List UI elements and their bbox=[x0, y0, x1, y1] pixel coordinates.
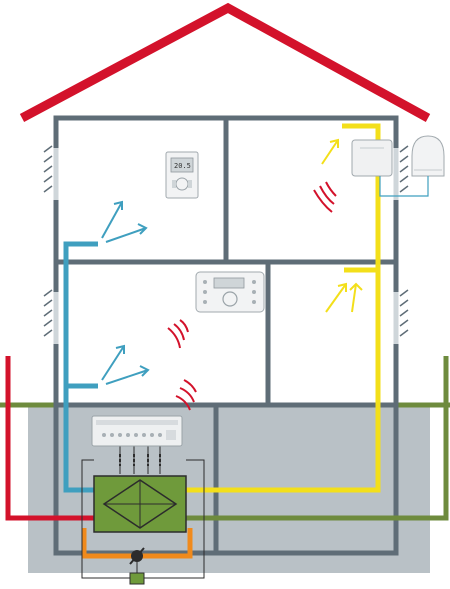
room-unit-icon bbox=[195, 271, 265, 313]
radio-waves-controller bbox=[175, 379, 197, 411]
radio-receiver-icon bbox=[351, 139, 393, 177]
extract-air-arrows bbox=[321, 138, 363, 313]
terminal-box-icon bbox=[129, 572, 145, 585]
damper-actuator-icon bbox=[129, 547, 145, 565]
thermostat-reading: 20.5 bbox=[174, 162, 191, 170]
window-left-upper bbox=[43, 145, 59, 200]
window-right-lower bbox=[393, 289, 409, 344]
window-right-upper bbox=[393, 145, 409, 200]
roof bbox=[19, 2, 431, 122]
radio-waves-room-unit bbox=[167, 319, 189, 349]
heat-recovery-unit-icon bbox=[93, 475, 187, 533]
exhaust-air-duct bbox=[186, 356, 449, 521]
window-left-lower bbox=[43, 289, 59, 344]
extract-air-duct bbox=[186, 123, 381, 493]
sensor-link bbox=[379, 176, 429, 197]
outdoor-air-duct bbox=[5, 356, 94, 521]
outdoor-sensor-icon bbox=[411, 135, 445, 177]
radio-waves-receiver bbox=[313, 181, 337, 213]
supply-air-duct bbox=[63, 241, 98, 493]
controller-icon bbox=[91, 415, 183, 447]
windows bbox=[43, 145, 409, 344]
wire-dashes bbox=[119, 454, 161, 466]
room-thermostat-icon: 20.5 bbox=[165, 151, 199, 199]
radio-waves bbox=[167, 181, 337, 411]
supply-air-arrows bbox=[101, 200, 150, 385]
